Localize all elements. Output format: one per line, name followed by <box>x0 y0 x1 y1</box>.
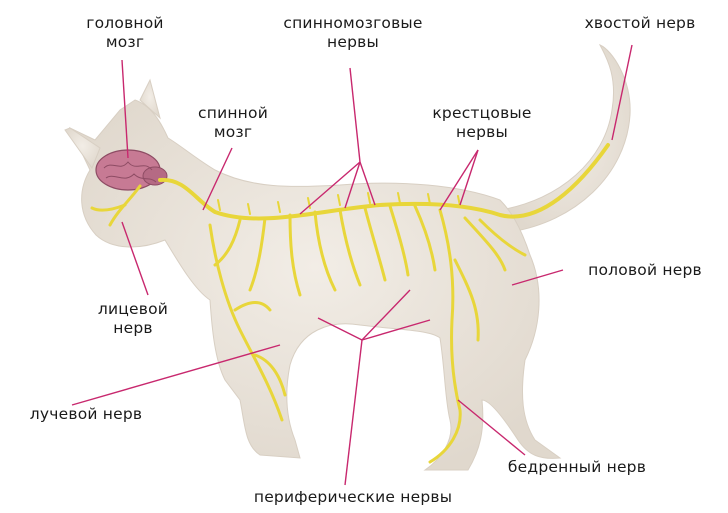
label-facial-nerve-line2: нерв <box>78 319 188 338</box>
label-sacral-nerves: крестцовые нервы <box>412 104 552 142</box>
label-peripheral-nerves: периферические нервы <box>218 488 488 507</box>
label-radial-nerve: лучевой нерв <box>6 405 166 424</box>
label-tail-nerve: хвостой нерв <box>560 14 720 33</box>
label-sacral-nerves-line1: крестцовые <box>412 104 552 123</box>
label-spinal-nerves-line2: нервы <box>258 33 448 52</box>
label-femoral-nerve: бедренный нерв <box>492 458 662 477</box>
label-femoral-nerve-line1: бедренный нерв <box>492 458 662 477</box>
label-spinal-cord-line2: мозг <box>178 123 288 142</box>
label-brain: головной мозг <box>60 14 190 52</box>
label-spinal-nerves-line1: спинномозговые <box>258 14 448 33</box>
label-tail-nerve-line1: хвостой нерв <box>560 14 720 33</box>
label-genital-nerve: половой нерв <box>566 261 724 280</box>
label-brain-line2: мозг <box>60 33 190 52</box>
label-facial-nerve: лицевой нерв <box>78 300 188 338</box>
label-facial-nerve-line1: лицевой <box>78 300 188 319</box>
label-sacral-nerves-line2: нервы <box>412 123 552 142</box>
label-radial-nerve-line1: лучевой нерв <box>6 405 166 424</box>
label-spinal-cord: спинной мозг <box>178 104 288 142</box>
label-spinal-cord-line1: спинной <box>178 104 288 123</box>
label-genital-nerve-line1: половой нерв <box>566 261 724 280</box>
label-spinal-nerves: спинномозговые нервы <box>258 14 448 52</box>
label-peripheral-nerves-line1: периферические нервы <box>218 488 488 507</box>
label-brain-line1: головной <box>60 14 190 33</box>
